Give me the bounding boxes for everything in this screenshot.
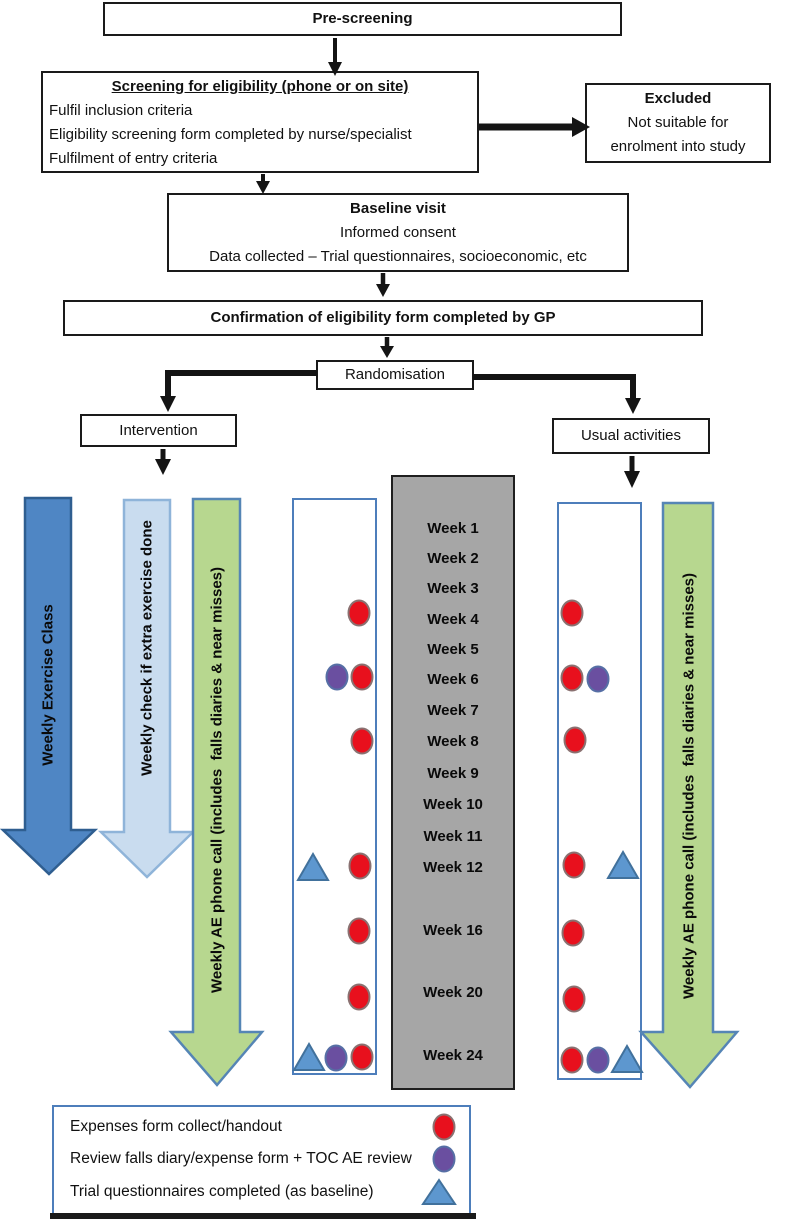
expenses-marker-week12-intervention [348, 852, 372, 880]
arrow-baseline-to-confirmation [376, 273, 390, 297]
screening-line-2: Eligibility screening form completed by … [49, 126, 412, 143]
weekly-exercise-class-arrow-label: Weekly Exercise Class [39, 604, 57, 766]
legend-box: Expenses form collect/handout Review fal… [52, 1105, 471, 1215]
week-label-16: Week 16 [423, 922, 483, 939]
week-label-9: Week 9 [427, 765, 479, 782]
screening-line-1: Fulfil inclusion criteria [49, 102, 193, 119]
legend-expenses-label: Expenses form collect/handout [70, 1118, 282, 1135]
excluded-line-2: enrolment into study [610, 138, 746, 155]
randomisation-label: Randomisation [344, 366, 446, 383]
expenses-marker-week24-intervention [350, 1043, 374, 1071]
intervention-label: Intervention [119, 421, 198, 439]
arrow-randomisation-to-usual-activities [473, 374, 641, 414]
arrow-prescreening-to-screening [328, 38, 342, 76]
randomisation-box: Randomisation [316, 360, 474, 390]
baseline-box: Baseline visit Informed consent Data col… [167, 193, 629, 272]
legend-row-toc-review: Review falls diary/expense form + TOC AE… [70, 1145, 457, 1173]
confirmation-label: Confirmation of eligibility form complet… [210, 309, 556, 326]
weekly-ae-call-arrow-right [638, 501, 740, 1089]
excluded-line-1: Not suitable for [627, 114, 729, 131]
expenses-marker-week20-usual [562, 985, 586, 1013]
expenses-marker-week16-usual [561, 919, 585, 947]
questionnaires-marker-week24-intervention [292, 1041, 326, 1071]
weekly-ae-call-arrow-label-right: Weekly AE phone call (includes falls dia… [680, 573, 698, 999]
expenses-marker-week16-intervention [347, 917, 371, 945]
expenses-marker-week6-usual [560, 664, 584, 692]
toc-review-marker-week24-usual [586, 1046, 610, 1074]
baseline-line-2: Data collected – Trial questionnaires, s… [209, 248, 587, 265]
week-label-7: Week 7 [427, 702, 479, 719]
legend-questionnaires-label: Trial questionnaires completed (as basel… [70, 1183, 374, 1200]
week-label-12: Week 12 [423, 859, 483, 876]
weekly-exercise-check-arrow-label: Weekly check if extra exercise done [138, 520, 156, 776]
expenses-marker-week8-usual [563, 726, 587, 754]
expenses-marker-week8-intervention [350, 727, 374, 755]
excluded-title: Excluded [644, 90, 712, 107]
legend-row-questionnaires: Trial questionnaires completed (as basel… [70, 1177, 457, 1207]
week-label-24: Week 24 [423, 1047, 483, 1064]
intervention-box: Intervention [80, 414, 237, 447]
excluded-box: Excluded Not suitable for enrolment into… [585, 83, 771, 163]
baseline-line-1: Informed consent [340, 224, 456, 241]
prescreening-label: Pre-screening [312, 10, 413, 27]
usual-activities-box: Usual activities [552, 418, 710, 454]
expenses-marker-week4-intervention [347, 599, 371, 627]
weekly-ae-call-arrow-label-left: Weekly AE phone call (includes falls dia… [208, 567, 226, 993]
arrow-below-usual-activities [624, 456, 640, 488]
blue-triangle-icon [421, 1178, 457, 1205]
legend-row-expenses: Expenses form collect/handout [70, 1113, 457, 1141]
purple-circle-icon [432, 1145, 456, 1173]
bottom-border-bar [50, 1213, 476, 1219]
expenses-marker-week20-intervention [347, 983, 371, 1011]
weekly-exercise-class-arrow [0, 496, 99, 876]
legend-toc-review-label: Review falls diary/expense form + TOC AE… [70, 1150, 412, 1167]
usual-activities-schedule-panel [557, 502, 642, 1080]
toc-review-marker-week24-intervention [324, 1044, 348, 1072]
arrow-randomisation-to-intervention [160, 370, 317, 412]
expenses-marker-week24-usual [560, 1046, 584, 1074]
questionnaires-marker-week24-usual [610, 1043, 644, 1073]
week-label-3: Week 3 [427, 580, 479, 597]
week-label-10: Week 10 [423, 796, 483, 813]
arrow-confirmation-to-randomisation [380, 337, 394, 358]
toc-review-marker-week6-intervention [325, 663, 349, 691]
expenses-marker-week6-intervention [350, 663, 374, 691]
confirmation-box: Confirmation of eligibility form complet… [63, 300, 703, 336]
arrow-below-intervention [155, 449, 171, 475]
weekly-ae-call-arrow-left [168, 497, 265, 1087]
screening-title: Screening for eligibility (phone or on s… [111, 78, 409, 95]
week-label-5: Week 5 [427, 641, 479, 658]
weeks-panel: Week 1 Week 2 Week 3 Week 4 Week 5 Week … [391, 475, 515, 1090]
expenses-marker-week4-usual [560, 599, 584, 627]
expenses-marker-week12-usual [562, 851, 586, 879]
week-label-8: Week 8 [427, 733, 479, 750]
weekly-exercise-check-arrow [97, 498, 197, 879]
week-label-11: Week 11 [423, 828, 483, 845]
questionnaires-marker-week12-usual [606, 849, 640, 879]
screening-line-3: Fulfilment of entry criteria [49, 150, 218, 167]
questionnaires-marker-week12-intervention [296, 851, 330, 881]
arrow-screening-to-excluded [479, 117, 590, 137]
week-label-6: Week 6 [427, 671, 479, 688]
week-label-4: Week 4 [427, 611, 479, 628]
week-label-1: Week 1 [427, 520, 479, 537]
red-circle-icon [432, 1113, 456, 1141]
toc-review-marker-week6-usual [586, 665, 610, 693]
arrow-screening-to-baseline [256, 174, 270, 194]
prescreening-box: Pre-screening [103, 2, 622, 36]
intervention-schedule-panel [292, 498, 377, 1075]
screening-box: Screening for eligibility (phone or on s… [41, 71, 479, 173]
week-label-2: Week 2 [427, 550, 479, 567]
baseline-title: Baseline visit [350, 200, 446, 217]
week-label-20: Week 20 [423, 984, 483, 1001]
usual-activities-label: Usual activities [580, 427, 682, 444]
